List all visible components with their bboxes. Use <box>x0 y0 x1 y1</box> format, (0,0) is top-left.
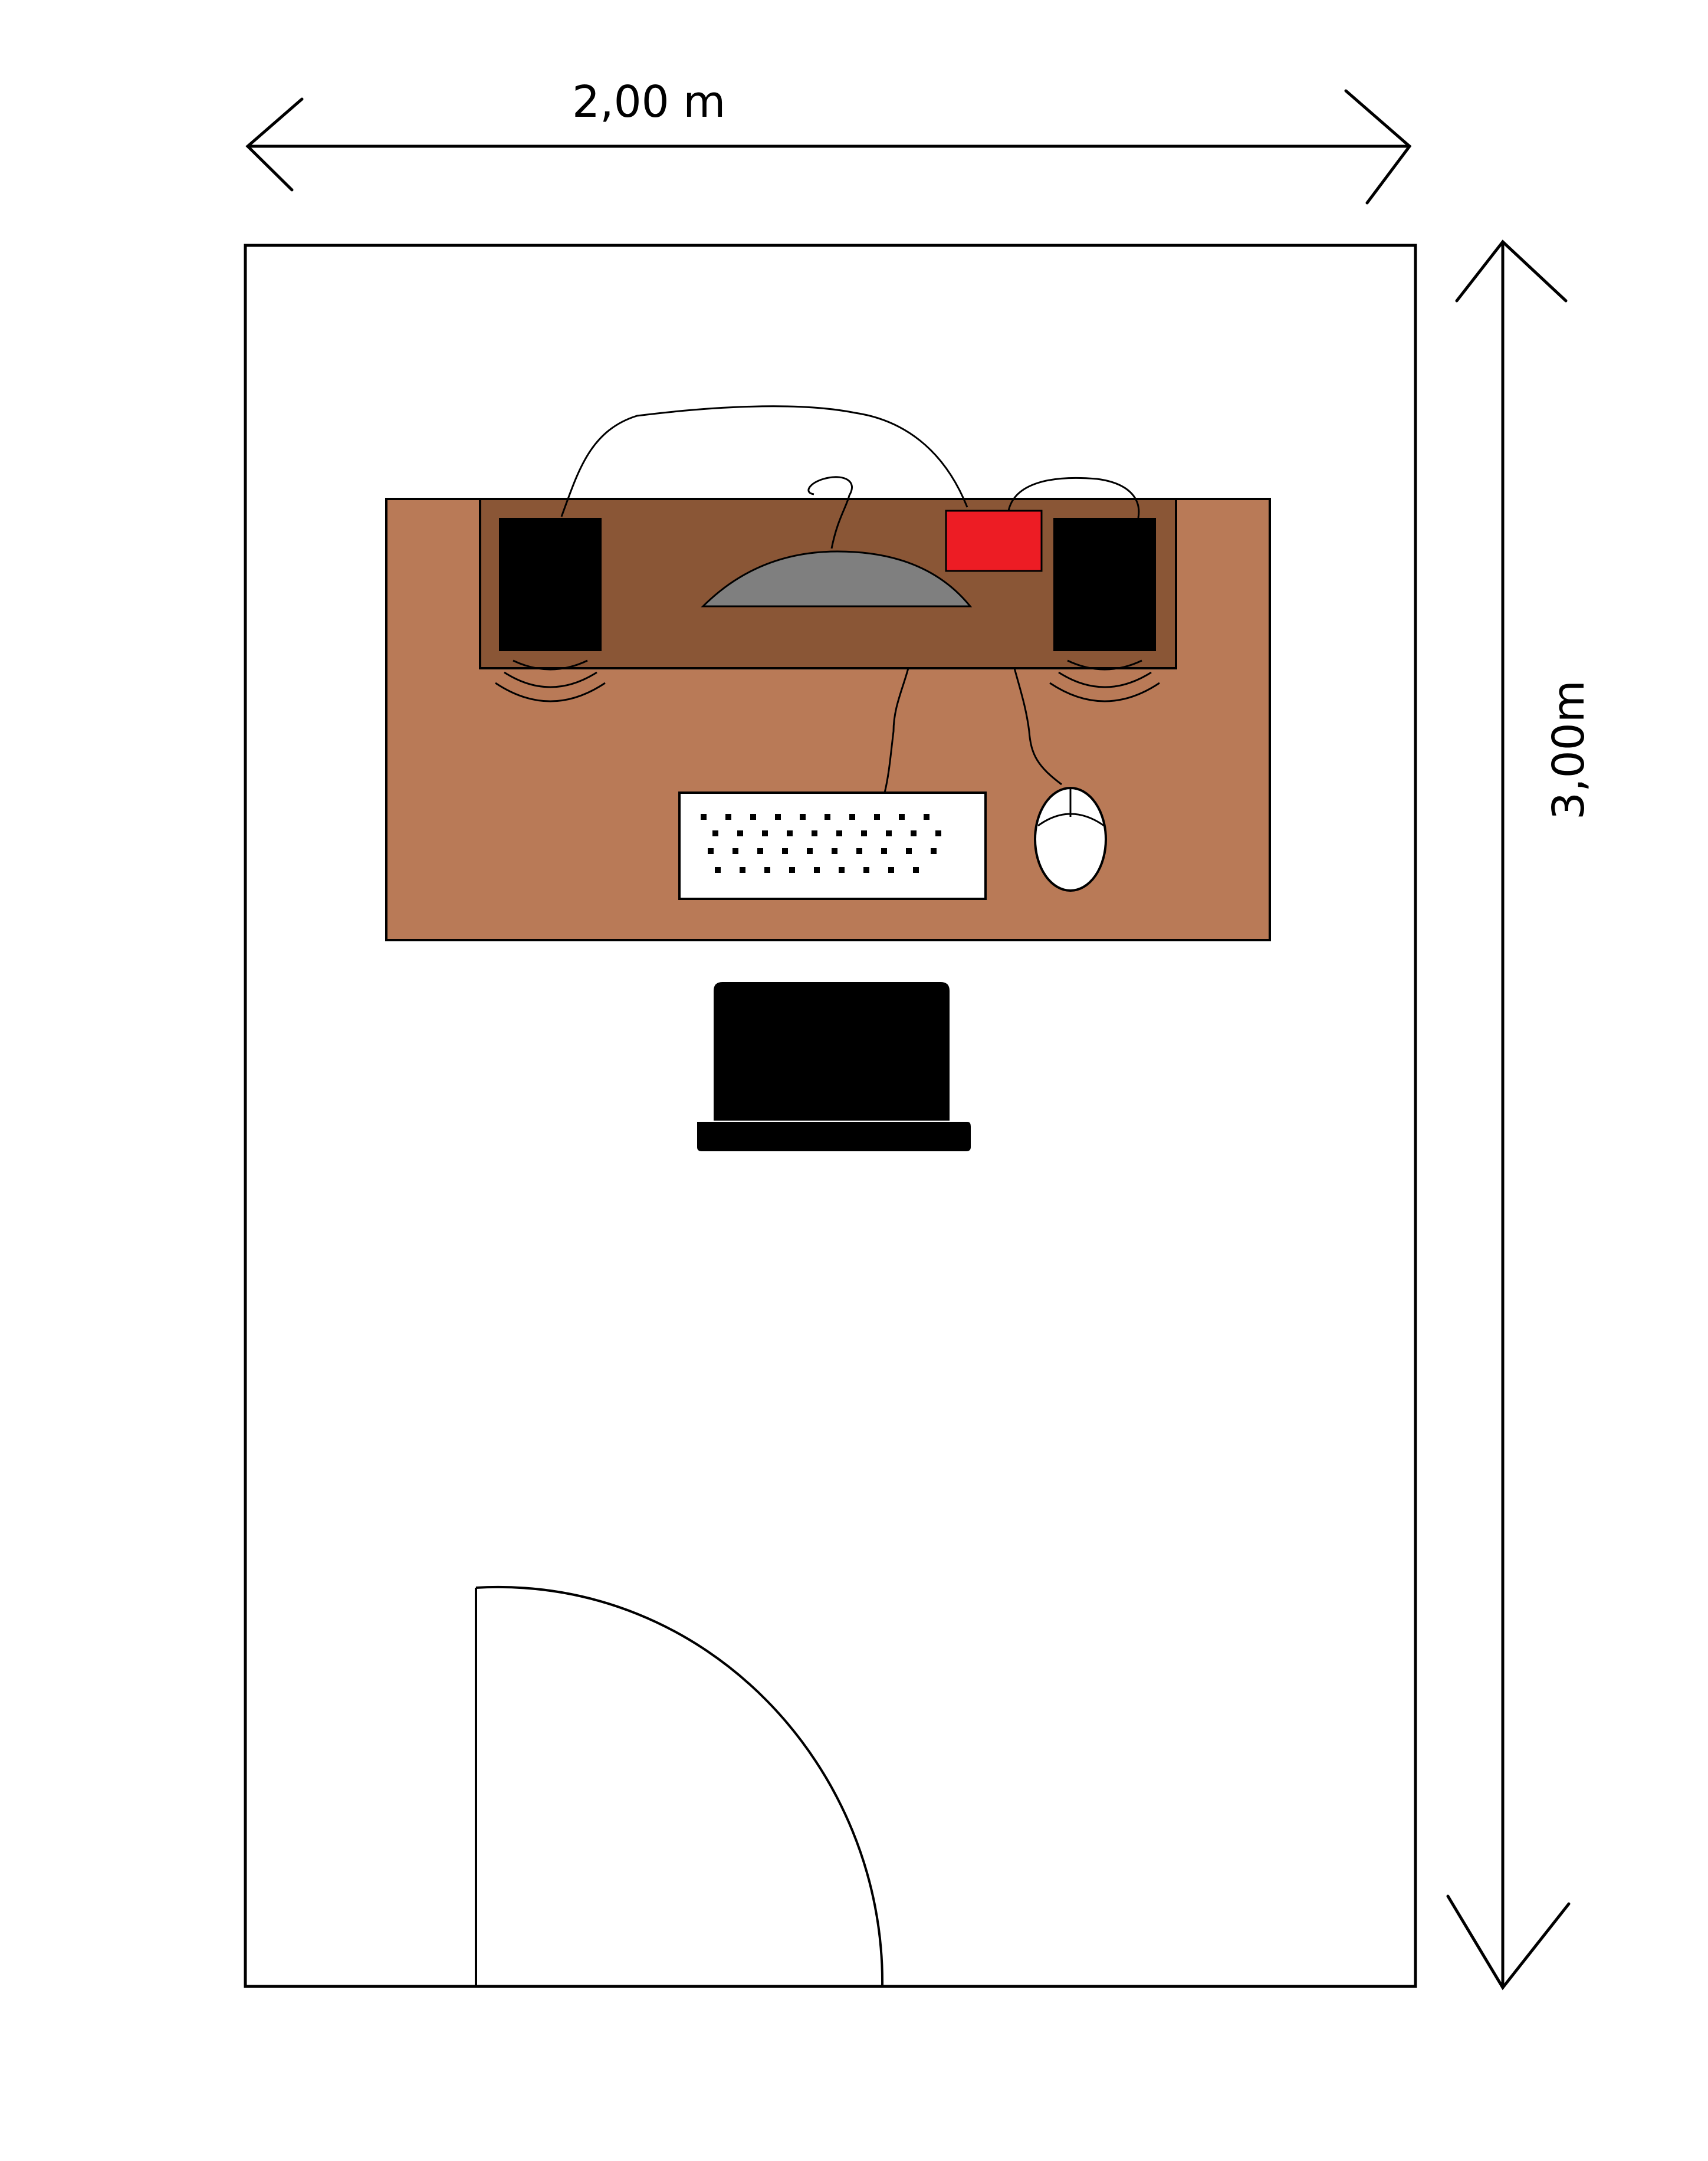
keyboard-key <box>899 814 905 820</box>
keyboard-key <box>931 848 937 854</box>
width-arrow-head-right <box>1344 89 1412 205</box>
height-label: 3,00m <box>1543 680 1594 820</box>
cable-keyboard <box>883 668 909 793</box>
monitor <box>701 550 973 607</box>
door-swing <box>475 1585 884 1988</box>
keyboard-key <box>906 848 912 854</box>
keyboard-key <box>775 814 781 820</box>
keyboard-key <box>740 867 745 873</box>
width-label: 2,00 m <box>572 77 725 127</box>
keyboard-key <box>750 814 756 820</box>
keyboard-key <box>849 814 855 820</box>
keyboard-key <box>712 830 718 836</box>
keyboard-key <box>757 848 763 854</box>
sound-waves <box>495 659 1160 702</box>
keyboard-key <box>911 830 917 836</box>
keyboard-key <box>861 830 867 836</box>
keyboard-key <box>708 848 714 854</box>
cable-speaker-to-device <box>560 405 968 517</box>
sound-wave-left-1 <box>513 659 588 671</box>
keyboard-key <box>888 867 894 873</box>
sound-wave-right-2 <box>1058 671 1152 688</box>
keyboard-body <box>678 792 987 900</box>
door-arc <box>475 1585 884 1987</box>
keyboard-key <box>725 814 731 820</box>
keyboard-key <box>814 867 820 873</box>
keyboard-key <box>913 867 919 873</box>
keyboard <box>678 792 987 900</box>
speaker-left <box>499 518 602 651</box>
keyboard-key <box>733 848 738 854</box>
keyboard-key <box>935 830 941 836</box>
keyboard-key <box>874 814 880 820</box>
sound-wave-right-3 <box>1049 682 1160 702</box>
keyboard-key <box>782 848 788 854</box>
cable-mouse <box>1013 668 1062 786</box>
keyboard-key <box>762 830 768 836</box>
office-chair <box>697 982 971 1151</box>
keyboard-key <box>812 830 817 836</box>
keyboard-key <box>787 830 793 836</box>
height-arrow-head-bottom <box>1446 1894 1571 1991</box>
keyboard-key <box>856 848 862 854</box>
cables <box>560 405 1140 793</box>
keyboard-key <box>839 867 845 873</box>
keyboard-key <box>789 867 795 873</box>
chair-seat <box>714 982 950 1121</box>
cable-monitor <box>807 476 853 549</box>
cable-device-to-speaker-right <box>1007 477 1140 518</box>
sound-wave-right-1 <box>1067 659 1142 671</box>
keyboard-key <box>737 830 743 836</box>
keyboard-key <box>881 848 887 854</box>
keyboard-key <box>800 814 806 820</box>
chair-backrest <box>697 1122 971 1151</box>
mouse-buttons-divider <box>1037 789 1105 827</box>
mouse-body <box>1034 787 1107 892</box>
keyboard-key <box>886 830 892 836</box>
width-dimension <box>245 89 1412 205</box>
red-device <box>945 510 1043 572</box>
keyboard-keys <box>701 814 941 873</box>
speaker-right <box>1053 518 1156 651</box>
sound-wave-left-2 <box>504 671 597 688</box>
keyboard-key <box>832 848 837 854</box>
keyboard-key <box>836 830 842 836</box>
height-arrow-head-top <box>1455 239 1568 303</box>
height-dimension <box>1446 239 1571 1991</box>
width-arrow-head-left <box>245 97 304 192</box>
sound-wave-left-3 <box>495 682 606 702</box>
keyboard-key <box>701 814 707 820</box>
keyboard-key <box>825 814 830 820</box>
keyboard-key <box>863 867 869 873</box>
mouse <box>1034 787 1107 892</box>
keyboard-key <box>807 848 813 854</box>
keyboard-key <box>715 867 721 873</box>
keyboard-key <box>764 867 770 873</box>
keyboard-key <box>924 814 929 820</box>
